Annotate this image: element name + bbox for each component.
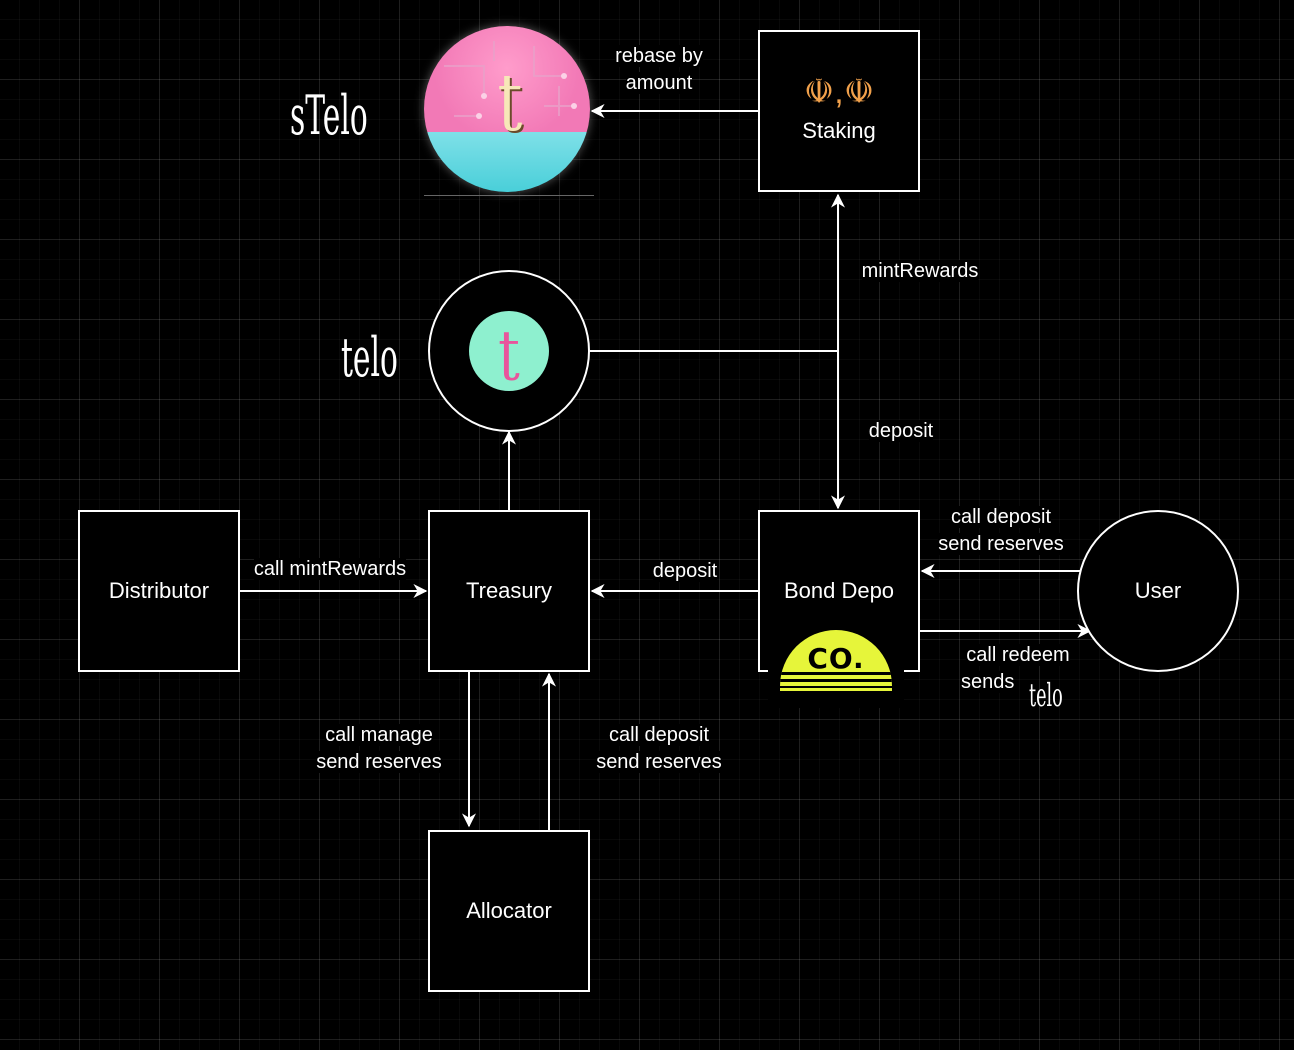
stelo-label: sTelo [290,84,368,147]
stelo-glyph: ʈ [497,60,523,133]
treasury-node[interactable]: Treasury [428,510,590,672]
telo-token-icon: ʈ [469,311,549,391]
telo-small-label: telo [1029,676,1063,714]
deposit-vertical-label: deposit [868,420,934,442]
user-deposit-label: call deposit send reserves [938,506,1064,555]
redeem-label: call redeem sends [961,644,1070,693]
mint-rewards-label: mintRewards [861,260,979,282]
alloc-deposit-label: call deposit send reserves [596,724,722,773]
bond-logo-text: CO. [807,642,865,675]
allocator-node[interactable]: Allocator [428,830,590,992]
staking-label: Staking [802,118,876,143]
circuit-pattern-icon [444,41,577,119]
call-mint-rewards-label: call mintRewards [253,558,407,580]
user-node[interactable]: User [1077,510,1239,672]
manage-label: call manage send reserves [316,724,442,773]
rebase-label: rebase by amount [615,45,703,94]
bond-logo-icon: CO. [768,624,904,708]
deposit-horizontal-label: deposit [652,560,718,582]
staking-trident-icon: ☫,☫ [803,73,875,111]
telo-node[interactable]: ʈ [428,270,590,432]
stelo-token-image: ʈ [424,26,590,192]
distributor-node[interactable]: Distributor [78,510,240,672]
staking-node[interactable]: ☫,☫ Staking [758,30,920,192]
stelo-underline [424,195,594,196]
bond-depo-label: Bond Depo [783,578,895,603]
telo-label: telo [341,326,398,389]
telo-glyph: ʈ [498,319,520,382]
